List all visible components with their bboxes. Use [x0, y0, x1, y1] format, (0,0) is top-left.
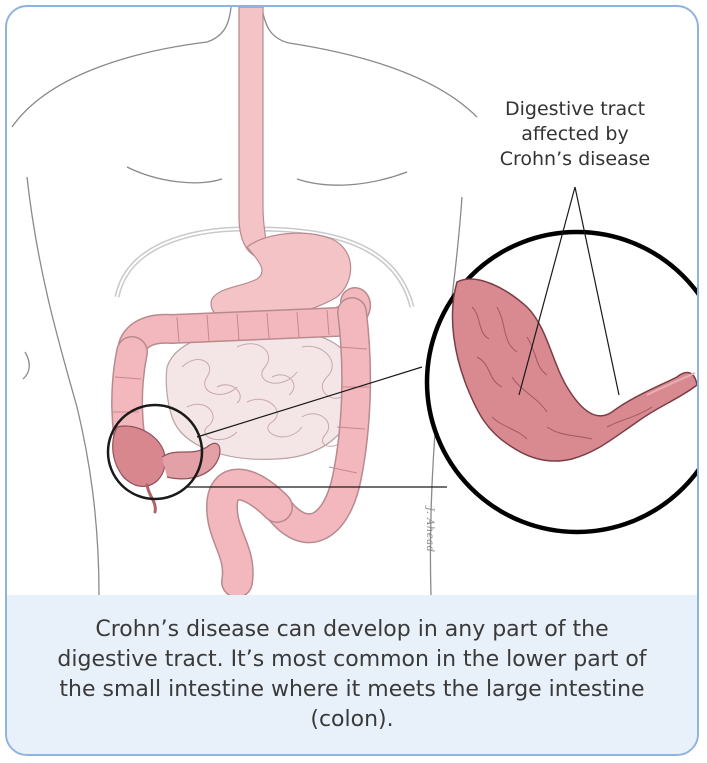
callout-label: Digestive tract affected by Crohn’s dise…	[475, 97, 675, 172]
torso-illustration	[7, 7, 697, 595]
caption-text: Crohn’s disease can develop in any part …	[52, 615, 652, 735]
small-intestine	[166, 329, 357, 460]
callout-line-2: affected by	[475, 122, 675, 147]
esophagus	[239, 7, 269, 257]
callout-line-3: Crohn’s disease	[475, 147, 675, 172]
artist-signature: J. Ahead	[424, 507, 435, 553]
caption-panel: Crohn’s disease can develop in any part …	[7, 595, 697, 754]
callout-line-1: Digestive tract	[475, 97, 675, 122]
figure-frame: Digestive tract affected by Crohn’s dise…	[5, 5, 699, 756]
